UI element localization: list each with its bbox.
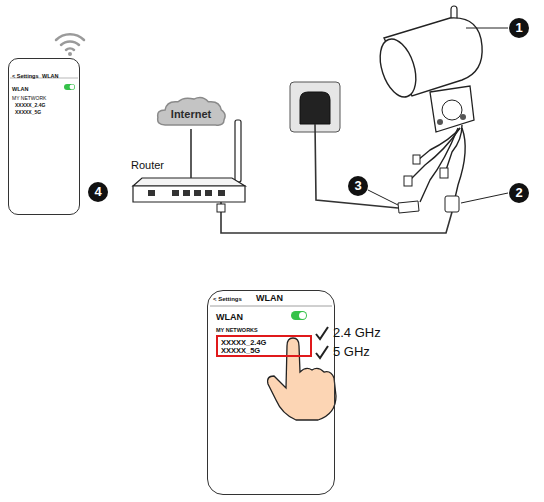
node-text: XXXXX_2.4G <box>221 339 266 347</box>
toggle-knob <box>70 85 75 90</box>
node-text: WLAN <box>12 86 29 92</box>
phone-screen: < SettingsWLANWLANMY NETWORKXXXXX_2.4GXX… <box>8 58 80 215</box>
camera-front <box>374 35 423 102</box>
ethernet-cable <box>221 202 452 233</box>
callout-number: 4 <box>88 182 108 202</box>
band-label: 2.4 GHz <box>333 326 381 339</box>
router-top <box>133 178 245 186</box>
highlight-box: XXXXX_2.4GXXXXX_5G <box>216 335 312 357</box>
wifi-icon <box>56 34 84 50</box>
node-text: XXXXX_2.4G <box>15 103 45 109</box>
mount-screw <box>460 114 466 120</box>
check-mark <box>316 327 328 339</box>
callout-number: 1 <box>509 18 529 38</box>
power-adapter <box>300 92 330 124</box>
screen-divider <box>210 306 332 307</box>
node-text: WLAN <box>216 313 243 323</box>
node-text: WLAN <box>42 73 59 79</box>
toggle-knob <box>299 312 306 319</box>
node-text: < Settings <box>213 296 242 303</box>
callout-number: 2 <box>509 183 529 203</box>
power-cord <box>315 124 398 208</box>
callout-number: 3 <box>348 176 368 196</box>
leader-line <box>461 193 508 203</box>
wire-connector <box>440 168 448 178</box>
node-text: MY NETWORKS <box>216 327 258 333</box>
connector-line <box>190 129 192 178</box>
toggle-switch <box>291 311 307 320</box>
node-text: MY NETWORK <box>12 96 46 102</box>
leader-line <box>368 190 398 205</box>
rj45-socket <box>445 196 459 212</box>
node-text: XXXXX_5G <box>15 110 41 116</box>
wire-connector <box>413 155 420 164</box>
router-box: Router <box>133 178 245 202</box>
mount-screw <box>437 119 443 125</box>
toggle-switch <box>64 84 75 90</box>
node-text: < Settings <box>12 73 38 79</box>
pointing-hand <box>268 338 336 420</box>
node-text: Internet <box>171 108 211 120</box>
internet-cloud: Internet <box>155 95 227 129</box>
phone-screen: < SettingsWLANWLANMY NETWORKSXXXXX_2.4GX… <box>207 290 335 495</box>
wifi-dot <box>68 52 72 56</box>
check-mark <box>316 346 328 358</box>
router-front <box>133 186 245 202</box>
camera-mount <box>430 86 474 132</box>
band-label: 5 GHz <box>333 345 370 358</box>
node-text: WLAN <box>256 294 283 304</box>
leader-line <box>466 28 508 29</box>
node-text: XXXXX_5G <box>221 347 260 355</box>
camera-wires <box>410 125 465 202</box>
mount-joint <box>442 100 462 120</box>
rj45-plug <box>217 204 225 212</box>
wire-connector <box>404 176 412 186</box>
router-ports <box>148 190 225 196</box>
router-antenna <box>235 120 241 182</box>
node-text: Router <box>131 159 164 171</box>
dc-plug <box>398 201 419 213</box>
